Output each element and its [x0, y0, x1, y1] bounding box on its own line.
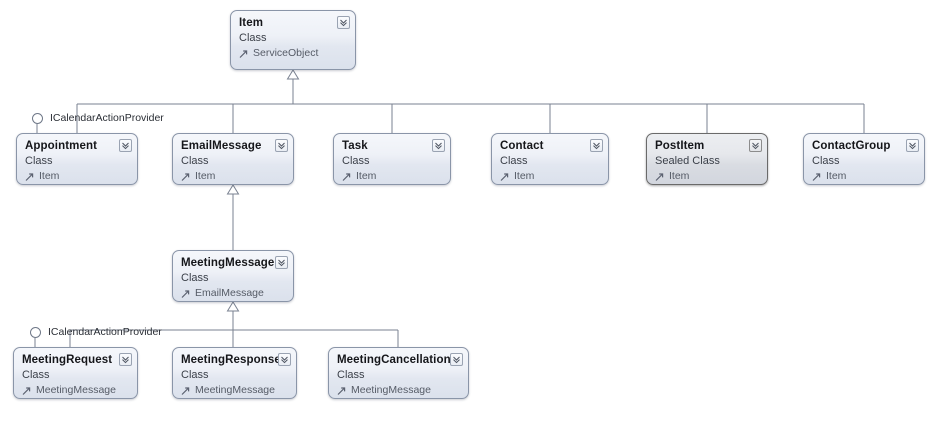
class-node-stereotype: Class	[22, 369, 50, 381]
class-node-base-label: ServiceObject	[253, 47, 319, 59]
class-node-base-label: Item	[195, 170, 216, 182]
class-node-title: Item	[239, 17, 264, 29]
generalization-triangle-icon	[226, 184, 240, 195]
class-node-stereotype: Class	[181, 272, 209, 284]
class-node-base-row: Item	[25, 169, 129, 183]
class-node-base-label: MeetingMessage	[36, 384, 116, 396]
class-node-base-label: Item	[356, 170, 377, 182]
inheritance-arrow-icon	[181, 386, 190, 395]
inheritance-arrow-icon	[500, 172, 509, 181]
lollipop-interface-icon	[30, 327, 41, 338]
class-node-base-label: EmailMessage	[195, 287, 264, 299]
class-node-title: EmailMessage	[181, 140, 262, 152]
chevron-down-icon[interactable]	[119, 353, 132, 366]
chevron-down-icon[interactable]	[906, 139, 919, 152]
chevron-down-icon[interactable]	[432, 139, 445, 152]
chevron-down-icon[interactable]	[337, 16, 350, 29]
class-node-title: MeetingRequest	[22, 354, 113, 366]
class-node-base-row: EmailMessage	[181, 286, 285, 300]
chevron-down-icon[interactable]	[278, 353, 291, 366]
class-node-title: Appointment	[25, 140, 98, 152]
class-node-base-row: MeetingMessage	[181, 383, 288, 397]
class-node-title: PostItem	[655, 140, 705, 152]
lollipop-interface-icon	[32, 113, 43, 124]
class-node-base-label: MeetingMessage	[351, 384, 431, 396]
class-node-base-row: ServiceObject	[239, 46, 347, 60]
inheritance-arrow-icon	[181, 172, 190, 181]
inheritance-arrow-icon	[812, 172, 821, 181]
class-node-stereotype: Class	[500, 155, 528, 167]
class-node-stereotype: Sealed Class	[655, 155, 720, 167]
class-node-base-label: Item	[514, 170, 535, 182]
generalization-triangle-icon	[226, 301, 240, 312]
class-node-base-row: Item	[181, 169, 285, 183]
class-node-title: ContactGroup	[812, 140, 891, 152]
class-node-base-row: MeetingMessage	[22, 383, 129, 397]
inheritance-arrow-icon	[337, 386, 346, 395]
class-node-base-row: Item	[342, 169, 442, 183]
interface-label: ICalendarActionProvider	[50, 112, 164, 124]
class-node-stereotype: Class	[342, 155, 370, 167]
class-node-base-label: Item	[39, 170, 60, 182]
class-node-title: MeetingResponse	[181, 354, 281, 366]
chevron-down-icon[interactable]	[450, 353, 463, 366]
class-node-title: Task	[342, 140, 368, 152]
class-node-stereotype: Class	[812, 155, 840, 167]
inheritance-arrow-icon	[239, 49, 248, 58]
class-node-stereotype: Class	[337, 369, 365, 381]
inheritance-arrow-icon	[342, 172, 351, 181]
chevron-down-icon[interactable]	[590, 139, 603, 152]
class-node-title: MeetingMessage	[181, 257, 275, 269]
generalization-triangle-icon	[286, 69, 300, 80]
class-node-title: Contact	[500, 140, 544, 152]
class-node-stereotype: Class	[25, 155, 53, 167]
inheritance-arrow-icon	[655, 172, 664, 181]
class-node-title: MeetingCancellation	[337, 354, 451, 366]
class-node-stereotype: Class	[181, 155, 209, 167]
chevron-down-icon[interactable]	[119, 139, 132, 152]
class-node-base-row: Item	[812, 169, 916, 183]
class-node-stereotype: Class	[239, 32, 267, 44]
inheritance-arrow-icon	[22, 386, 31, 395]
interface-label: ICalendarActionProvider	[48, 326, 162, 338]
chevron-down-icon[interactable]	[275, 139, 288, 152]
inheritance-arrow-icon	[25, 172, 34, 181]
class-node-base-label: Item	[826, 170, 847, 182]
class-node-base-row: MeetingMessage	[337, 383, 460, 397]
class-node-base-row: Item	[500, 169, 600, 183]
class-node-stereotype: Class	[181, 369, 209, 381]
chevron-down-icon[interactable]	[749, 139, 762, 152]
class-node-base-label: Item	[669, 170, 690, 182]
chevron-down-icon[interactable]	[275, 256, 288, 269]
inheritance-arrow-icon	[181, 289, 190, 298]
class-node-base-row: Item	[655, 169, 759, 183]
class-node-base-label: MeetingMessage	[195, 384, 275, 396]
